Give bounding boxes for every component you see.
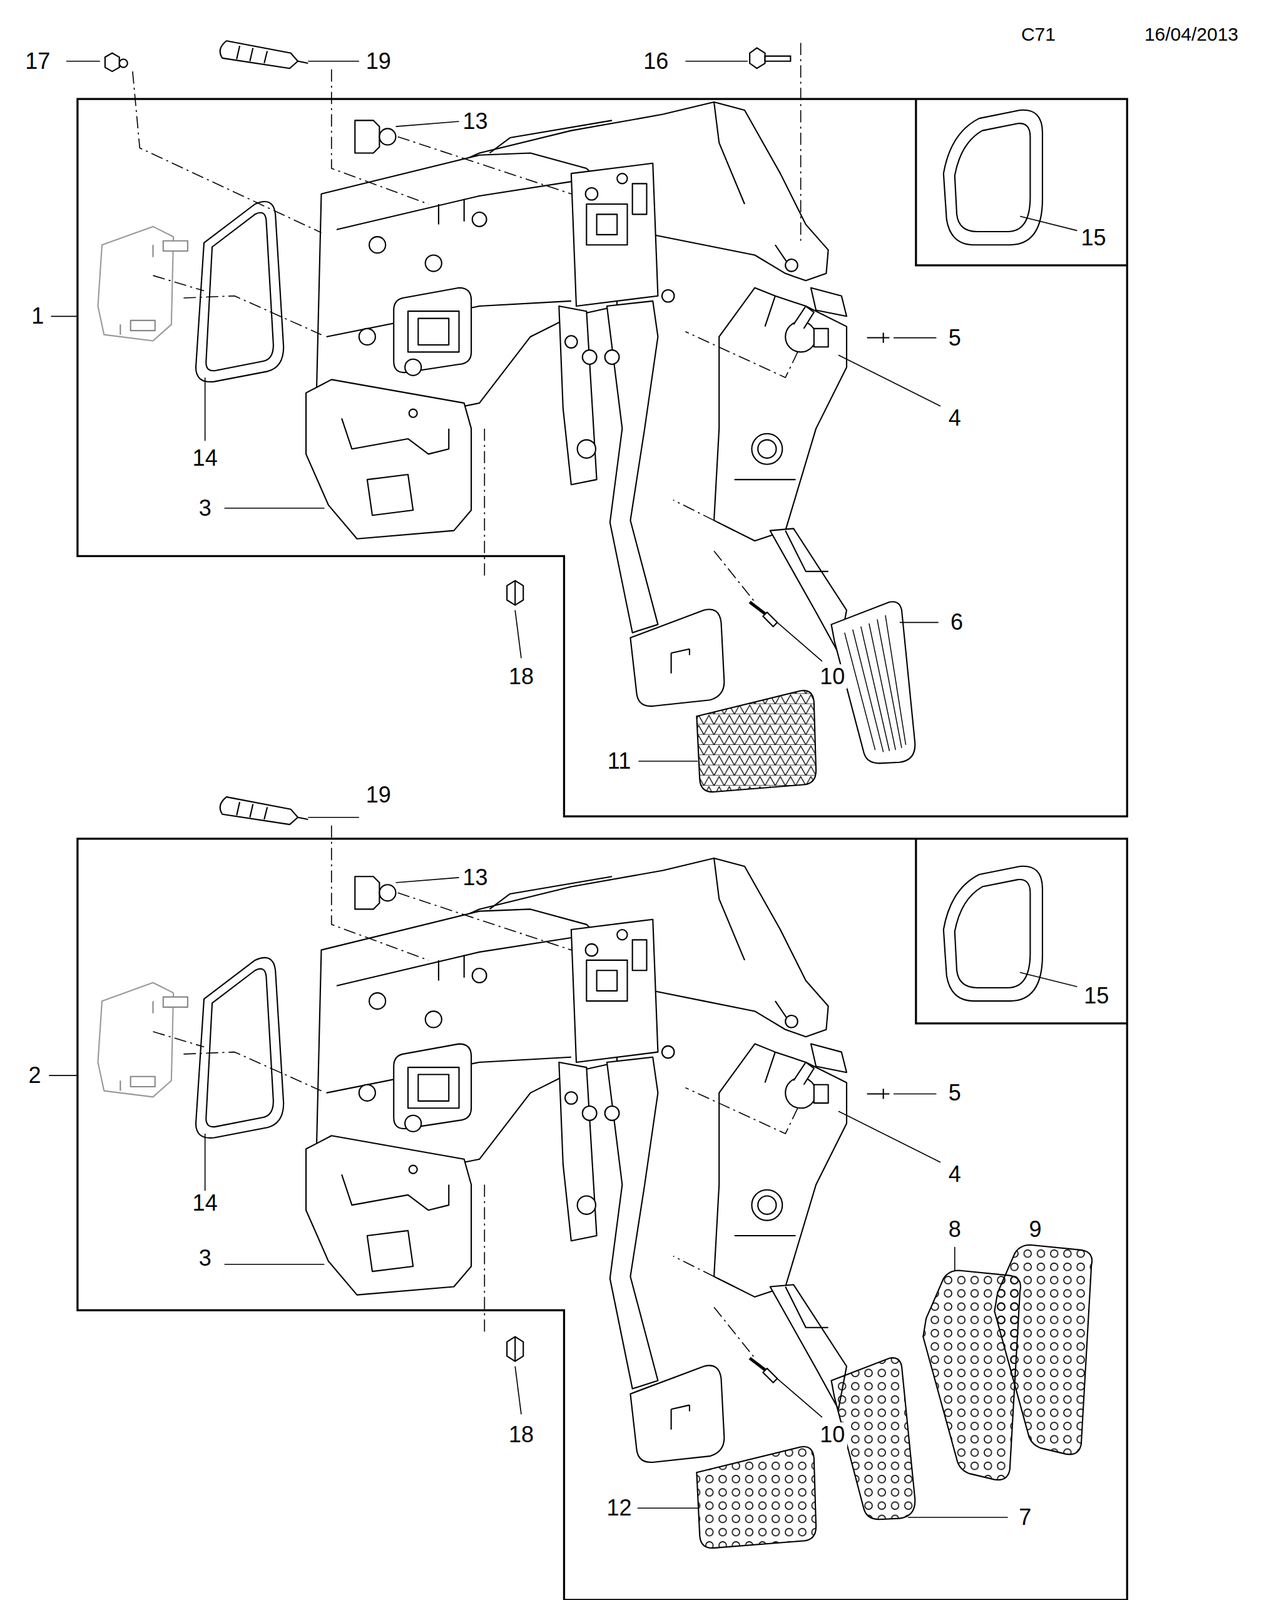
- callout-number: 10: [817, 1421, 848, 1447]
- callout-number: 4: [946, 1161, 964, 1187]
- callout-number: 5: [946, 325, 964, 351]
- callout-number: 3: [196, 495, 215, 521]
- callout-number: 16: [640, 48, 671, 74]
- date-stamp: 16/04/2013: [1141, 23, 1241, 44]
- callout-number: 14: [190, 445, 221, 471]
- callout-number: 5: [946, 1080, 964, 1106]
- callout-number: 4: [946, 406, 964, 432]
- bottom-parts: [637, 1244, 1092, 1548]
- callout-number: 12: [603, 1494, 634, 1520]
- top-parts: [66, 42, 939, 792]
- callout-number: 11: [605, 748, 634, 774]
- callout-number: 1: [28, 304, 47, 330]
- callout-number: 14: [190, 1190, 221, 1216]
- callout-number: 10: [817, 663, 848, 689]
- callout-number: 6: [947, 610, 966, 636]
- callout-number: 17: [22, 48, 53, 74]
- callout-number: 19: [363, 48, 394, 74]
- callout-number: 13: [460, 864, 491, 890]
- callout-number: 18: [506, 1421, 537, 1447]
- callout-number: 9: [1026, 1216, 1045, 1242]
- pedal-box: [97, 40, 1077, 706]
- callout-number: 15: [1078, 225, 1109, 251]
- callout-number: 19: [363, 782, 394, 808]
- callout-number: 2: [25, 1062, 44, 1088]
- callout-number: 3: [196, 1245, 215, 1271]
- callout-number: 8: [946, 1216, 964, 1242]
- page-code: C71: [1018, 23, 1059, 44]
- callout-number: 13: [460, 108, 491, 134]
- callout-number: 7: [1016, 1504, 1034, 1530]
- callout-number: 18: [506, 663, 537, 689]
- callout-number: 15: [1081, 983, 1112, 1009]
